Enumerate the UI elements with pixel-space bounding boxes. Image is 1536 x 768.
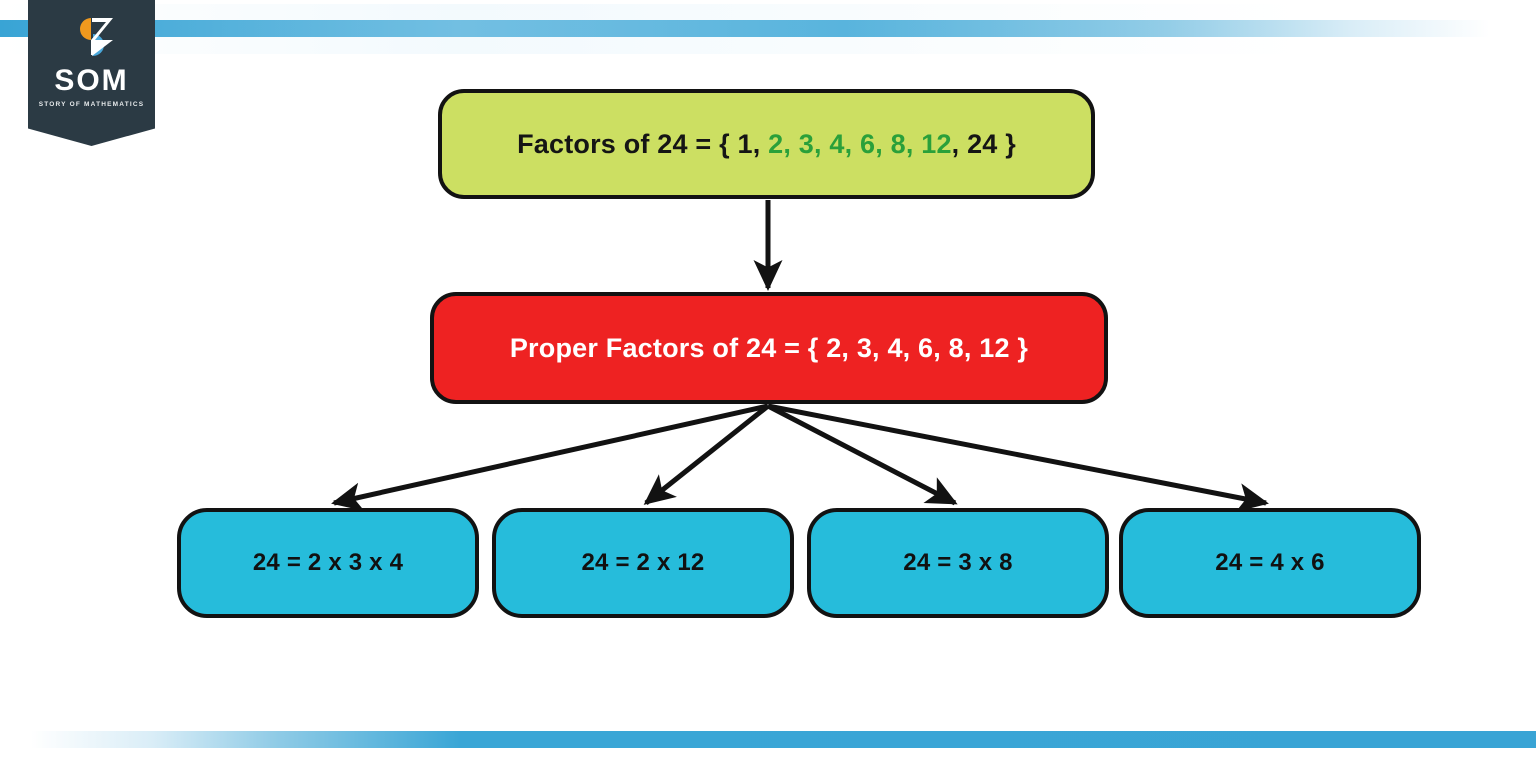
som-logo-icon: [68, 16, 116, 58]
factors-label-prefix: Factors of 24 = { 1,: [517, 128, 769, 159]
factors-label-suffix: , 24 }: [951, 128, 1016, 159]
proper-factors-label: Proper Factors of 24 = { 2, 3, 4, 6, 8, …: [509, 332, 1029, 363]
brand-tagline: STORY OF MATHEMATICS: [38, 101, 145, 108]
brand-logo-banner: SOM STORY OF MATHEMATICS: [28, 0, 155, 146]
brand-name: SOM: [54, 64, 129, 97]
factors-node: Factors of 24 = { 1, 2, 3, 4, 6, 8, 12, …: [438, 89, 1095, 199]
arrow-proper-to-pair-1: [331, 403, 769, 512]
factor-pair-label: 24 = 2 x 3 x 4: [252, 549, 404, 576]
factor-pair-node-2: 24 = 2 x 12: [492, 508, 794, 618]
factors-node-label: Factors of 24 = { 1, 2, 3, 4, 6, 8, 12, …: [517, 129, 1016, 160]
factor-pair-node-4: 24 = 4 x 6: [1119, 508, 1421, 618]
arrow-proper-to-pair-3: [766, 403, 958, 506]
proper-factors-node: Proper Factors of 24 = { 2, 3, 4, 6, 8, …: [430, 292, 1108, 404]
factor-pair-node-3: 24 = 3 x 8: [807, 508, 1109, 618]
factor-pair-node-1: 24 = 2 x 3 x 4: [177, 508, 479, 618]
factors-label-highlight: 2, 3, 4, 6, 8, 12: [768, 128, 952, 159]
factor-pair-label: 24 = 4 x 6: [1215, 549, 1325, 576]
arrow-proper-to-pair-2: [643, 404, 770, 505]
bottom-accent-bar: [0, 731, 1536, 748]
factor-pair-label: 24 = 2 x 12: [581, 549, 705, 576]
factor-pair-label: 24 = 3 x 8: [903, 549, 1013, 576]
top-accent-bar: [0, 20, 1536, 37]
arrow-proper-to-pair-4: [767, 403, 1269, 512]
